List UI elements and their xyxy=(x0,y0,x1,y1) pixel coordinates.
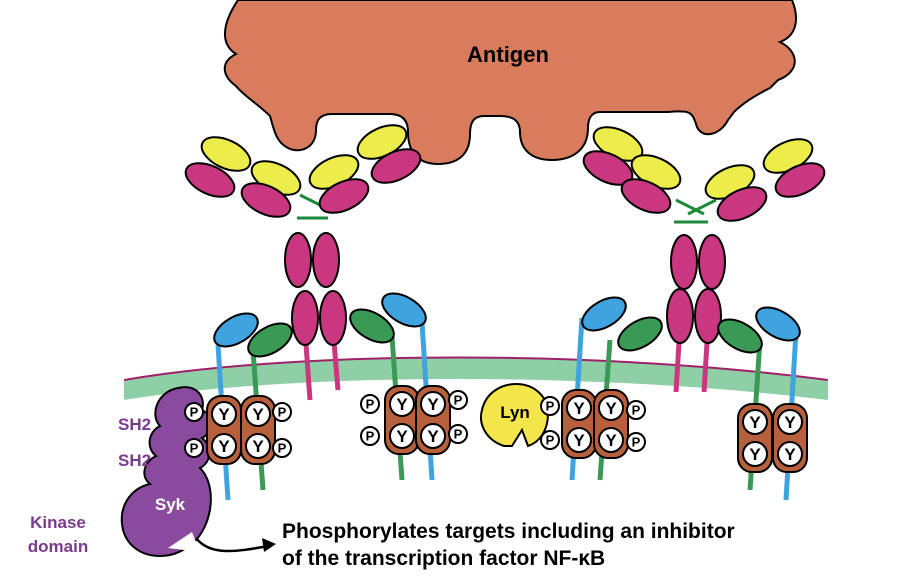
tyrosine-y-circle: Y xyxy=(598,395,624,421)
antibody-left xyxy=(184,124,422,346)
arrow-head xyxy=(262,538,276,552)
lyn-label: Lyn xyxy=(500,403,530,422)
cell-membrane xyxy=(124,357,828,400)
ig-heads-right xyxy=(581,296,801,354)
tyrosine-y-circle: Y xyxy=(389,391,415,417)
svg-text:Y: Y xyxy=(573,431,585,450)
ig-heads-left xyxy=(213,292,427,358)
svg-text:Y: Y xyxy=(749,445,761,464)
svg-text:Y: Y xyxy=(784,445,796,464)
svg-text:Y: Y xyxy=(784,413,796,432)
svg-text:Y: Y xyxy=(605,431,617,450)
phosphate-p-circle: P xyxy=(184,402,204,422)
phosphate-p-circle: P xyxy=(272,402,292,422)
svg-text:P: P xyxy=(278,441,287,456)
syk-kinase xyxy=(120,386,212,558)
tyrosine-y-circle: Y xyxy=(420,391,446,417)
svg-text:Y: Y xyxy=(605,399,617,418)
tyrosine-y-circle: Y xyxy=(420,423,446,449)
sh2-bottom-label: SH2 xyxy=(118,451,151,470)
antigen-label: Antigen xyxy=(467,42,549,67)
sh2-top-label: SH2 xyxy=(118,415,151,434)
caption-line1: Phosphorylates targets including an inhi… xyxy=(282,520,735,543)
phosphate-p-circle: P xyxy=(626,432,646,452)
phosphate-p-circle: P xyxy=(448,390,468,410)
svg-text:Y: Y xyxy=(252,437,264,456)
svg-text:Y: Y xyxy=(218,405,230,424)
tyrosine-y-circle: Y xyxy=(598,427,624,453)
lyn-kinase xyxy=(480,382,550,448)
antigen xyxy=(223,0,797,166)
svg-text:P: P xyxy=(546,399,555,414)
svg-text:Y: Y xyxy=(252,405,264,424)
svg-text:P: P xyxy=(632,435,641,450)
phosphate-p-circle: P xyxy=(448,424,468,444)
tyrosine-y-circle: Y xyxy=(777,441,803,467)
svg-text:P: P xyxy=(278,405,287,420)
tyrosine-y-circle: Y xyxy=(211,433,237,459)
svg-text:P: P xyxy=(190,441,199,456)
phosphate-p-circle: P xyxy=(184,438,204,458)
tyrosine-y-circle: Y xyxy=(566,395,592,421)
svg-text:P: P xyxy=(190,405,199,420)
kinase-label-line1: Kinase xyxy=(30,513,86,532)
phosphate-p-circle: P xyxy=(360,394,380,414)
phosphate-p-circle: P xyxy=(540,430,560,450)
phosphate-p-circle: P xyxy=(360,426,380,446)
phosphate-p-circle: P xyxy=(272,438,292,458)
svg-text:Y: Y xyxy=(427,395,439,414)
antibody-right xyxy=(582,126,826,344)
antigen-body xyxy=(223,0,797,166)
tyrosine-y-circle: Y xyxy=(211,401,237,427)
tyrosine-y-circle: Y xyxy=(777,409,803,435)
svg-text:Y: Y xyxy=(396,427,408,446)
svg-text:P: P xyxy=(454,427,463,442)
svg-text:P: P xyxy=(366,429,375,444)
svg-text:Y: Y xyxy=(218,437,230,456)
svg-text:P: P xyxy=(454,393,463,408)
tyrosine-y-circle: Y xyxy=(245,401,271,427)
syk-label: Syk xyxy=(155,495,186,514)
tyrosine-y-circle: Y xyxy=(742,409,768,435)
tyrosine-y-circle: Y xyxy=(742,441,768,467)
tyrosine-y-circle: Y xyxy=(566,427,592,453)
svg-text:Y: Y xyxy=(749,413,761,432)
phosphate-p-circle: P xyxy=(626,400,646,420)
svg-text:P: P xyxy=(546,433,555,448)
caption-line2: of the transcription factor NF-κB xyxy=(282,547,606,570)
caption: Phosphorylates targets including an inhi… xyxy=(282,518,735,572)
membrane-outer-edge xyxy=(123,356,829,381)
svg-text:P: P xyxy=(366,397,375,412)
svg-text:P: P xyxy=(632,403,641,418)
svg-text:Y: Y xyxy=(573,399,585,418)
tyrosine-y-circle: Y xyxy=(389,423,415,449)
svg-text:Y: Y xyxy=(396,395,408,414)
phosphate-p-circle: P xyxy=(540,396,560,416)
phosphorylation-arrow xyxy=(195,537,269,553)
tyrosine-y-circle: Y xyxy=(245,433,271,459)
svg-text:Y: Y xyxy=(427,427,439,446)
kinase-label-line2: domain xyxy=(28,537,88,556)
